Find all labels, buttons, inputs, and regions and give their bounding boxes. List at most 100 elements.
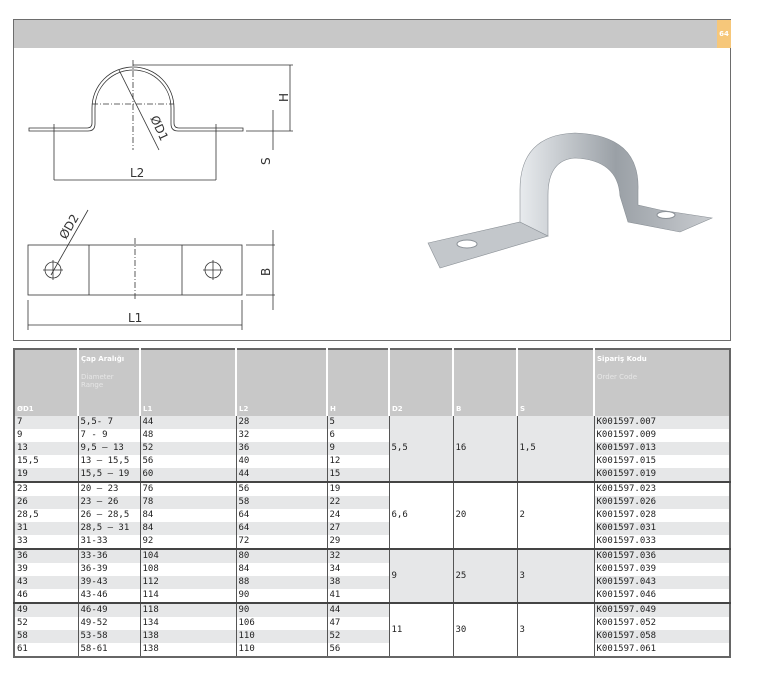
table-cell: 36 xyxy=(235,442,327,455)
table-cell: 24 xyxy=(326,509,389,522)
table-cell: 134 xyxy=(139,617,236,630)
h-label: H xyxy=(277,93,291,102)
table-cell: 84 xyxy=(139,509,236,522)
table-cell: 1,5 xyxy=(516,416,594,482)
table-cell: 84 xyxy=(235,563,327,576)
table-cell: 28,5 xyxy=(14,509,78,522)
table-cell: 6,6 xyxy=(388,481,453,549)
table-cell: 36 xyxy=(14,548,78,563)
table-cell: 6 xyxy=(326,429,389,442)
table-cell: 112 xyxy=(139,576,236,589)
table-cell: K001597.023 xyxy=(593,481,730,496)
table-cell: 5,5 xyxy=(388,416,453,482)
technical-drawing: L2 L1 H S B ØD1 ØD2 xyxy=(27,60,293,330)
table-cell: 78 xyxy=(139,496,236,509)
product-image xyxy=(427,132,714,269)
table-cell: 32 xyxy=(235,429,327,442)
table-cell: K001597.049 xyxy=(593,602,730,617)
l2-label: L2 xyxy=(130,166,144,180)
table-cell: 44 xyxy=(326,602,389,617)
table-cell: 48 xyxy=(139,429,236,442)
table-cell: K001597.033 xyxy=(593,535,730,549)
header-l2: L2 xyxy=(235,349,327,416)
table-cell: 138 xyxy=(139,630,236,643)
table-cell: 39 xyxy=(14,563,78,576)
d1-label: ØD1 xyxy=(147,113,171,143)
table-cell: 47 xyxy=(326,617,389,630)
table-cell: 27 xyxy=(326,522,389,535)
header-s: S xyxy=(516,349,594,416)
table-cell: 84 xyxy=(139,522,236,535)
page-number-badge: 64 xyxy=(717,20,731,48)
table-cell: 39-43 xyxy=(77,576,140,589)
table-cell: K001597.026 xyxy=(593,496,730,509)
table-cell: 41 xyxy=(326,589,389,603)
table-cell: 25 xyxy=(452,548,517,603)
table-cell: 31-33 xyxy=(77,535,140,549)
table-cell: 36-39 xyxy=(77,563,140,576)
table-cell: 13 – 15,5 xyxy=(77,455,140,468)
table-cell: 15,5 xyxy=(14,455,78,468)
table-cell: K001597.039 xyxy=(593,563,730,576)
table-cell: 20 xyxy=(452,481,517,549)
table-cell: 3 xyxy=(516,602,594,657)
table-cell: 64 xyxy=(235,522,327,535)
table-cell: 49 xyxy=(14,602,78,617)
table-cell: 5,5- 7 xyxy=(77,416,140,429)
table-cell: K001597.052 xyxy=(593,617,730,630)
table-cell: 23 xyxy=(14,481,78,496)
table-cell: K001597.009 xyxy=(593,429,730,442)
header-l1: L1 xyxy=(139,349,236,416)
table-cell: K001597.036 xyxy=(593,548,730,563)
table-cell: 108 xyxy=(139,563,236,576)
l1-label: L1 xyxy=(128,311,142,325)
table-cell: 20 – 23 xyxy=(77,481,140,496)
table-cell: 28 xyxy=(235,416,327,429)
table-cell: 9 xyxy=(326,442,389,455)
table-cell: 7 xyxy=(14,416,78,429)
table-cell: 16 xyxy=(452,416,517,482)
table-cell: 58 xyxy=(14,630,78,643)
table-cell: 15 xyxy=(326,468,389,482)
table-cell: K001597.043 xyxy=(593,576,730,589)
table-cell: K001597.046 xyxy=(593,589,730,603)
table-cell: 56 xyxy=(139,455,236,468)
table-cell: 44 xyxy=(235,468,327,482)
table-cell: 22 xyxy=(326,496,389,509)
table-cell: 56 xyxy=(326,643,389,657)
table-cell: K001597.007 xyxy=(593,416,730,429)
table-cell: 114 xyxy=(139,589,236,603)
table-cell: 58 xyxy=(235,496,327,509)
table-cell: K001597.028 xyxy=(593,509,730,522)
table-cell: 52 xyxy=(139,442,236,455)
table-cell: 9 xyxy=(14,429,78,442)
table-cell: 26 xyxy=(14,496,78,509)
table-cell: 52 xyxy=(14,617,78,630)
table-cell: 118 xyxy=(139,602,236,617)
table-cell: 31 xyxy=(14,522,78,535)
d2-label: ØD2 xyxy=(56,212,81,242)
s-label: S xyxy=(259,157,273,165)
b-label: B xyxy=(259,268,273,276)
table-cell: 40 xyxy=(235,455,327,468)
table-cell: K001597.058 xyxy=(593,630,730,643)
table-cell: 80 xyxy=(235,548,327,563)
table-cell: 52 xyxy=(326,630,389,643)
header-h: H xyxy=(326,349,389,416)
header-d2: D2 xyxy=(388,349,453,416)
